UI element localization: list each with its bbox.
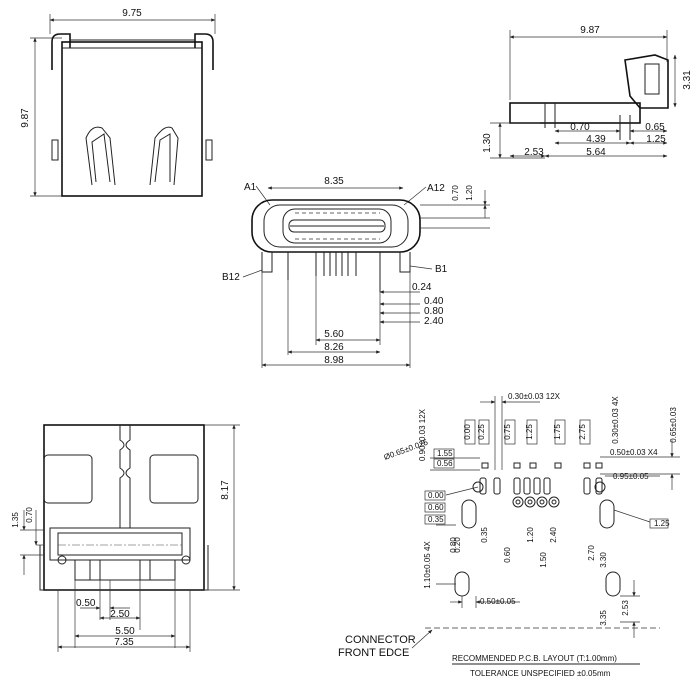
mating-d024-label: 0.24 [412, 282, 432, 293]
pcb-row-label-2: 0.60 [503, 547, 512, 563]
pcb-top-label-5: 2.75 [578, 424, 587, 440]
pin-b12-label: B12 [222, 272, 240, 283]
mating-d070-label: 0.70 [451, 185, 460, 201]
pcb-row-label-5: 2.40 [549, 527, 558, 543]
pcb-d056-label: 0.56 [437, 459, 453, 468]
front-view: 9.75 9.87 [20, 8, 216, 197]
bottom-height-label: 8.17 [220, 480, 231, 500]
pcb-layout: 0.30±0.03 12X 0.90±0.03 12X 0.30±0.03 4X… [383, 392, 680, 638]
side-length-label: 9.87 [580, 25, 600, 36]
front-height-label: 9.87 [20, 108, 31, 128]
side-d2-label: 0.70 [570, 122, 590, 133]
pcb-top-label-4: 1.75 [553, 424, 562, 440]
mating-opening-width-label: 8.35 [324, 176, 344, 187]
front-edge-line2: FRONT EDCE [338, 647, 409, 659]
side-d3-label: 0.65 [645, 122, 665, 133]
pcb-d060-label: 0.60 [428, 503, 444, 512]
pcb-row-label-3: 1.20 [526, 527, 535, 543]
side-view: 9.87 3.31 1.30 0.70 0.65 4.39 1.25 2.53 … [482, 25, 693, 159]
tolerance-note: TOLERANCE UNSPECIFIED ±0.05mm [470, 669, 611, 678]
pcb-d095-label: 0.95±0.05 [613, 472, 649, 481]
pcb-d035-label: 0.35 [428, 515, 444, 524]
pin-b1-label: B1 [435, 264, 448, 275]
layout-title: RECOMMENDED P.C.B. LAYOUT (T:1.00mm) [452, 654, 617, 663]
pcb-d090-label: 0.90±0.03 12X [418, 408, 427, 461]
pcb-row-label-4: 1.50 [539, 552, 548, 568]
pcb-top-label-1: 0.25 [477, 424, 486, 440]
pin-a1-label: A1 [244, 182, 257, 193]
pcb-row-label-0: 0.20 [453, 537, 462, 553]
bottom-d050-label: 0.50 [76, 598, 96, 609]
pcb-d050x4-label: 0.50±0.03 X4 [610, 448, 658, 457]
mating-d560-label: 5.60 [324, 329, 344, 340]
pcb-d125-label: 1.25 [654, 519, 670, 528]
pcb-d253-label: 2.53 [621, 600, 630, 616]
pcb-row-label-6: 2.70 [587, 545, 596, 561]
side-d7-label: 5.64 [586, 147, 606, 158]
side-d6-label: 2.53 [524, 147, 544, 158]
bottom-d550-label: 5.50 [115, 626, 135, 637]
mating-d826-label: 8.26 [324, 342, 344, 353]
side-height-label: 3.31 [682, 70, 693, 90]
front-edge-line1: CONNECTOR [345, 634, 416, 646]
pcb-d000-label: 0.00 [428, 491, 444, 500]
bottom-d070-label: 0.70 [25, 507, 34, 523]
bottom-d135-label: 1.35 [11, 512, 20, 528]
side-d4-label: 4.39 [586, 134, 606, 145]
pcb-row-label-1: 0.35 [480, 527, 489, 543]
pcb-top-label-3: 1.25 [525, 424, 534, 440]
pin-a12-label: A12 [427, 183, 445, 194]
pcb-d110-label: 1.10±0.05 4X [423, 541, 432, 589]
mating-d040-label: 0.40 [424, 296, 444, 307]
bottom-d735-label: 7.35 [114, 637, 134, 648]
pcb-left-note: 0.80 [449, 537, 458, 553]
drawing-notes: CONNECTOR FRONT EDCE RECOMMENDED P.C.B. … [338, 629, 640, 678]
mating-d120-label: 1.20 [465, 185, 474, 201]
mating-d898-label: 8.98 [324, 355, 344, 366]
mating-d080-label: 0.80 [424, 306, 444, 317]
bottom-view: 8.17 1.35 0.70 0.50 2.50 5.50 7.35 [11, 424, 240, 652]
mating-face-view: 8.35 A1 A12 0.70 1.20 B12 B1 0.24 0.40 0… [222, 176, 490, 368]
pcb-d155-label: 1.55 [437, 449, 453, 458]
pcb-d065-label: 0.65±0.03 [669, 407, 678, 443]
side-d5-label: 1.25 [646, 134, 666, 145]
pcb-slot-w4-label: 0.30±0.03 4X [611, 396, 620, 444]
pcb-top-label-0: 0.00 [463, 424, 472, 440]
front-width-label: 9.75 [122, 8, 142, 19]
pcb-pitch-label: 0.30±0.03 12X [508, 392, 561, 401]
pcb-bottom-note: 3.35 [599, 610, 608, 626]
side-d1-label: 1.30 [482, 133, 493, 153]
mating-d240-label: 2.40 [424, 316, 444, 327]
pcb-row-label-7: 3.30 [599, 552, 608, 568]
pcb-d050b-label: 0.50±0.05 [480, 597, 516, 606]
bottom-d250-label: 2.50 [110, 609, 130, 620]
pcb-top-label-2: 0.75 [503, 424, 512, 440]
